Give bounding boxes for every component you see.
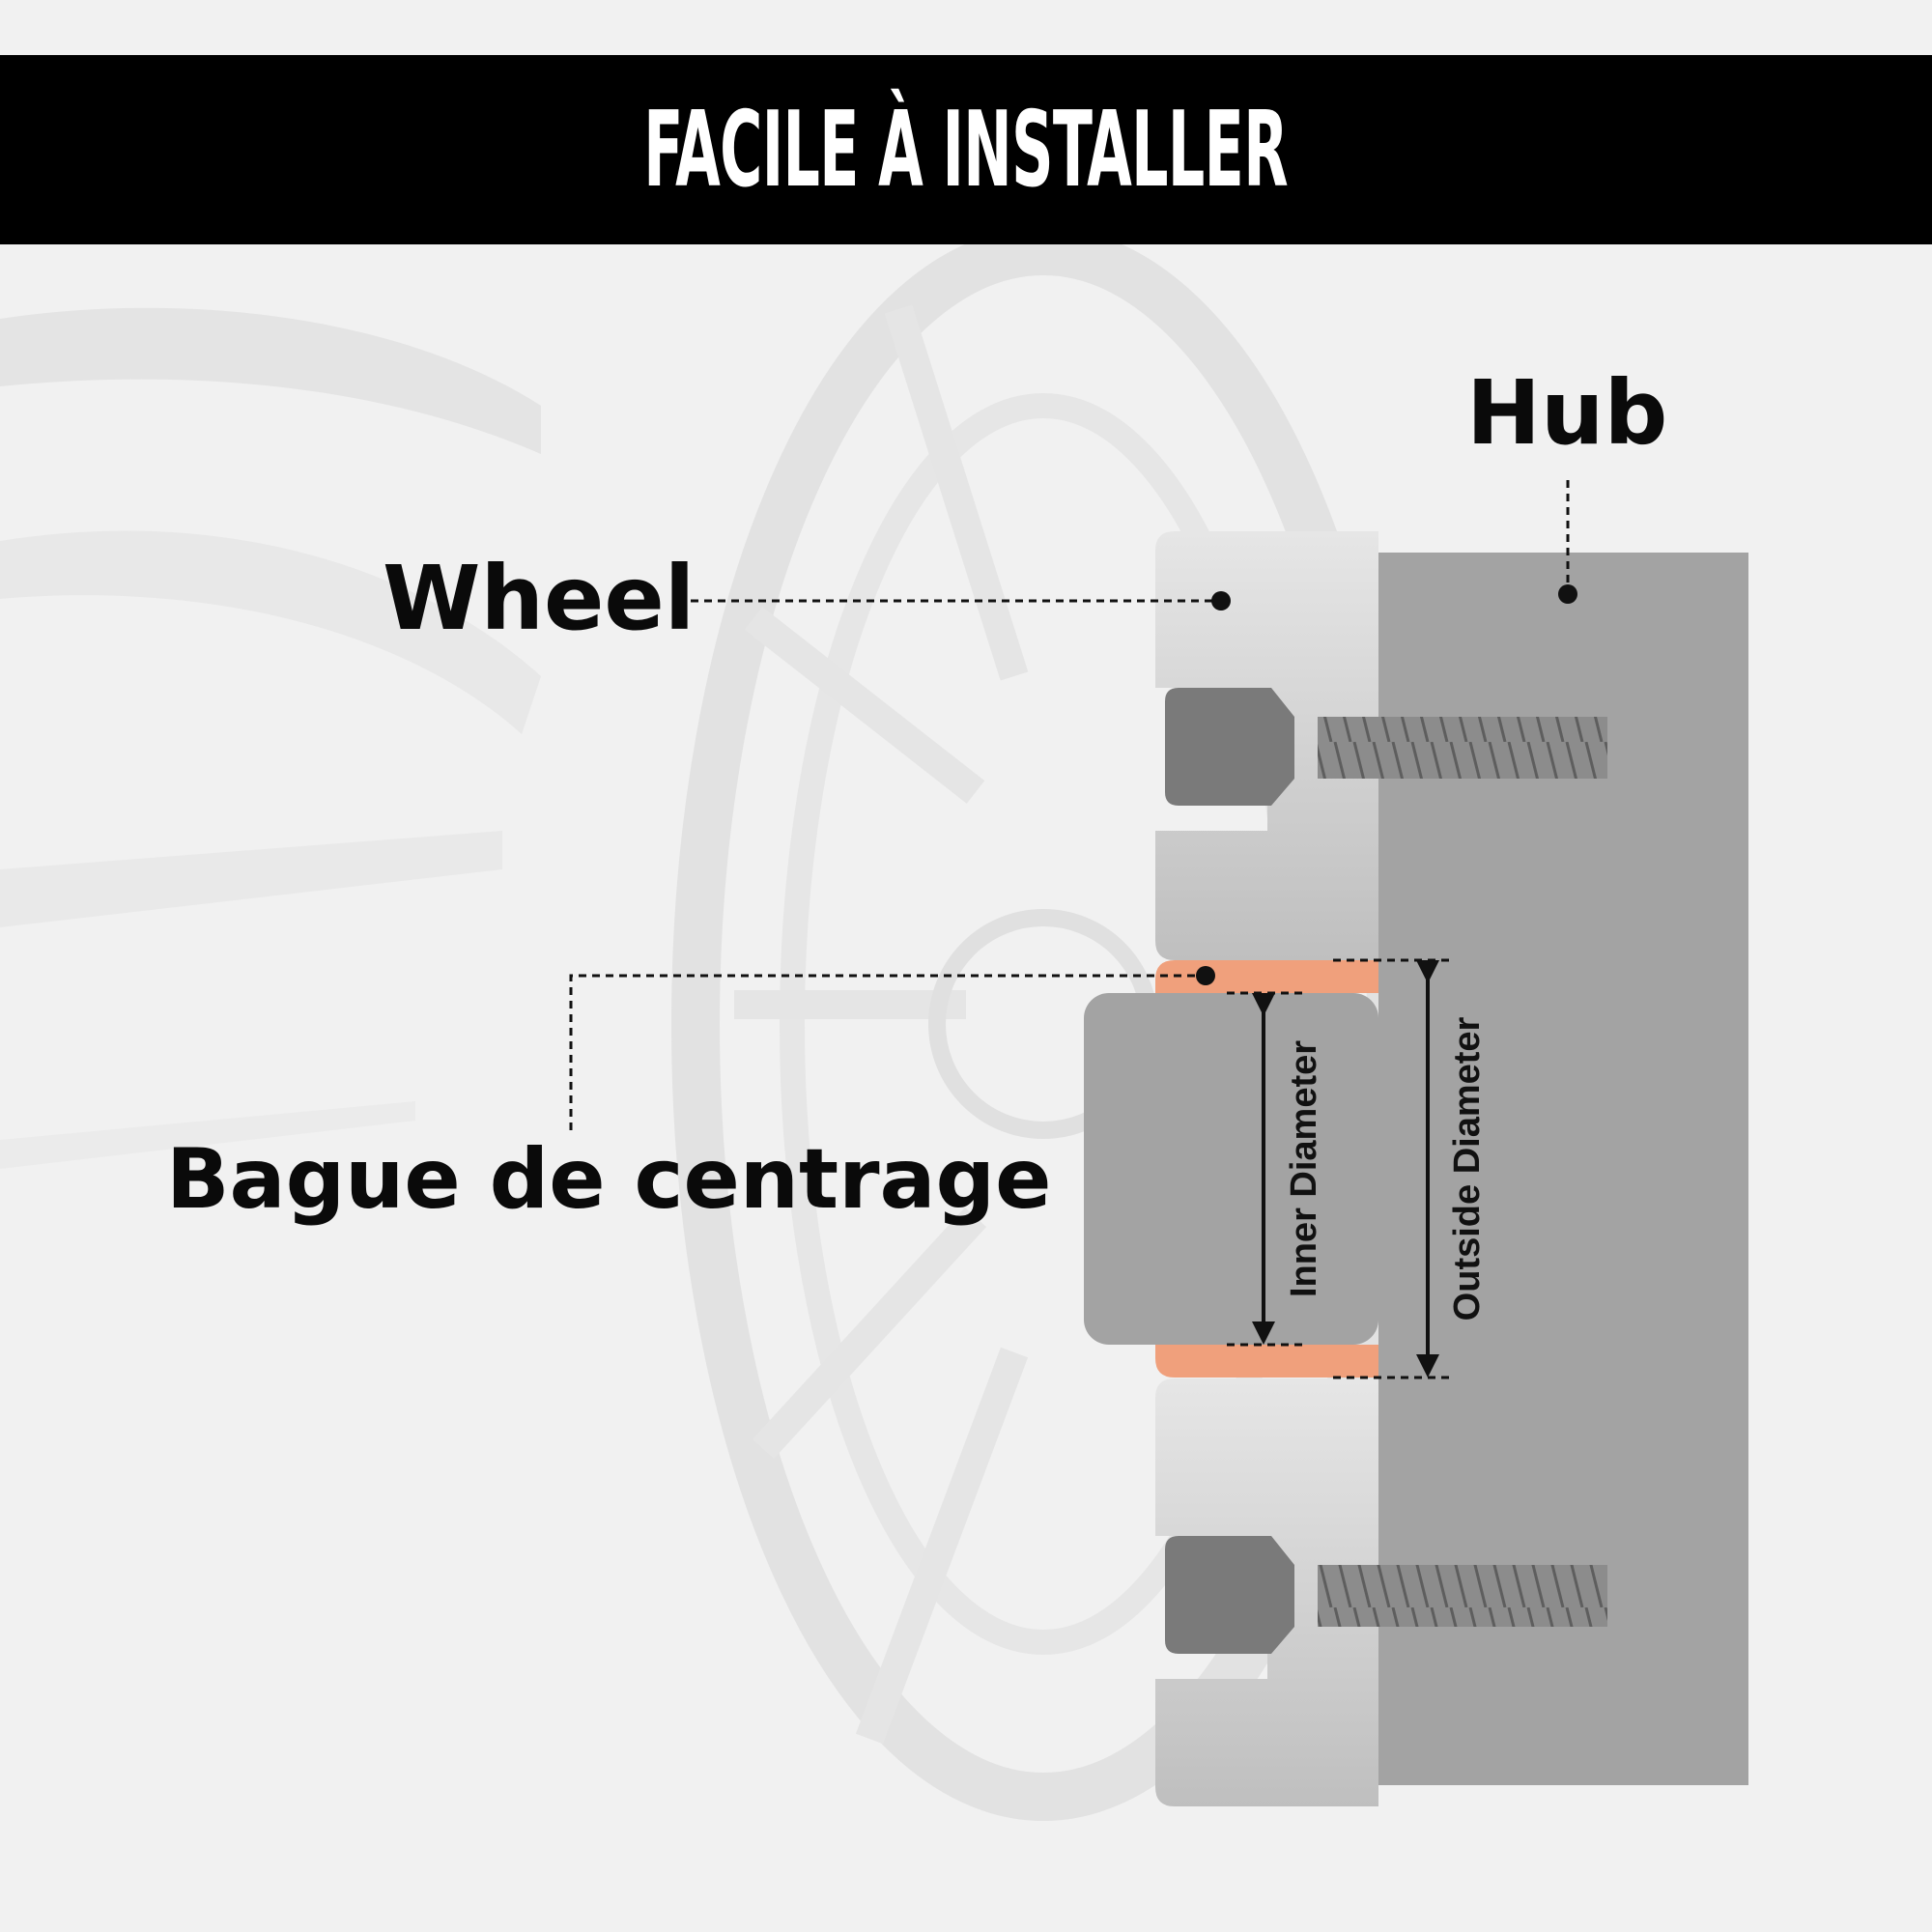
bolt-icon bbox=[1165, 1536, 1607, 1654]
inner-diameter-label: Inner Diameter bbox=[1284, 1040, 1324, 1297]
hub-leader-dot bbox=[1558, 584, 1577, 604]
bolt-icon bbox=[1165, 688, 1607, 806]
hub-center-bore bbox=[1084, 993, 1378, 1345]
ring-leader-dot bbox=[1196, 966, 1215, 985]
title-banner: FACILE À INSTALLER bbox=[0, 55, 1932, 244]
ring-leader-line bbox=[569, 974, 1198, 1130]
wheel-leader-dot bbox=[1211, 591, 1231, 611]
hub-label: Hub bbox=[1466, 361, 1668, 465]
wheel-label: Wheel bbox=[383, 547, 696, 650]
outside-diameter-label: Outside Diameter bbox=[1447, 1016, 1488, 1321]
centering-ring-label: Bague de centrage bbox=[166, 1131, 1052, 1228]
centering-ring-bottom bbox=[1155, 1345, 1378, 1378]
wheel-section-bottom bbox=[1155, 1378, 1378, 1806]
wheel-section-top bbox=[1155, 531, 1378, 960]
banner-title: FACILE À INSTALLER bbox=[643, 89, 1289, 211]
